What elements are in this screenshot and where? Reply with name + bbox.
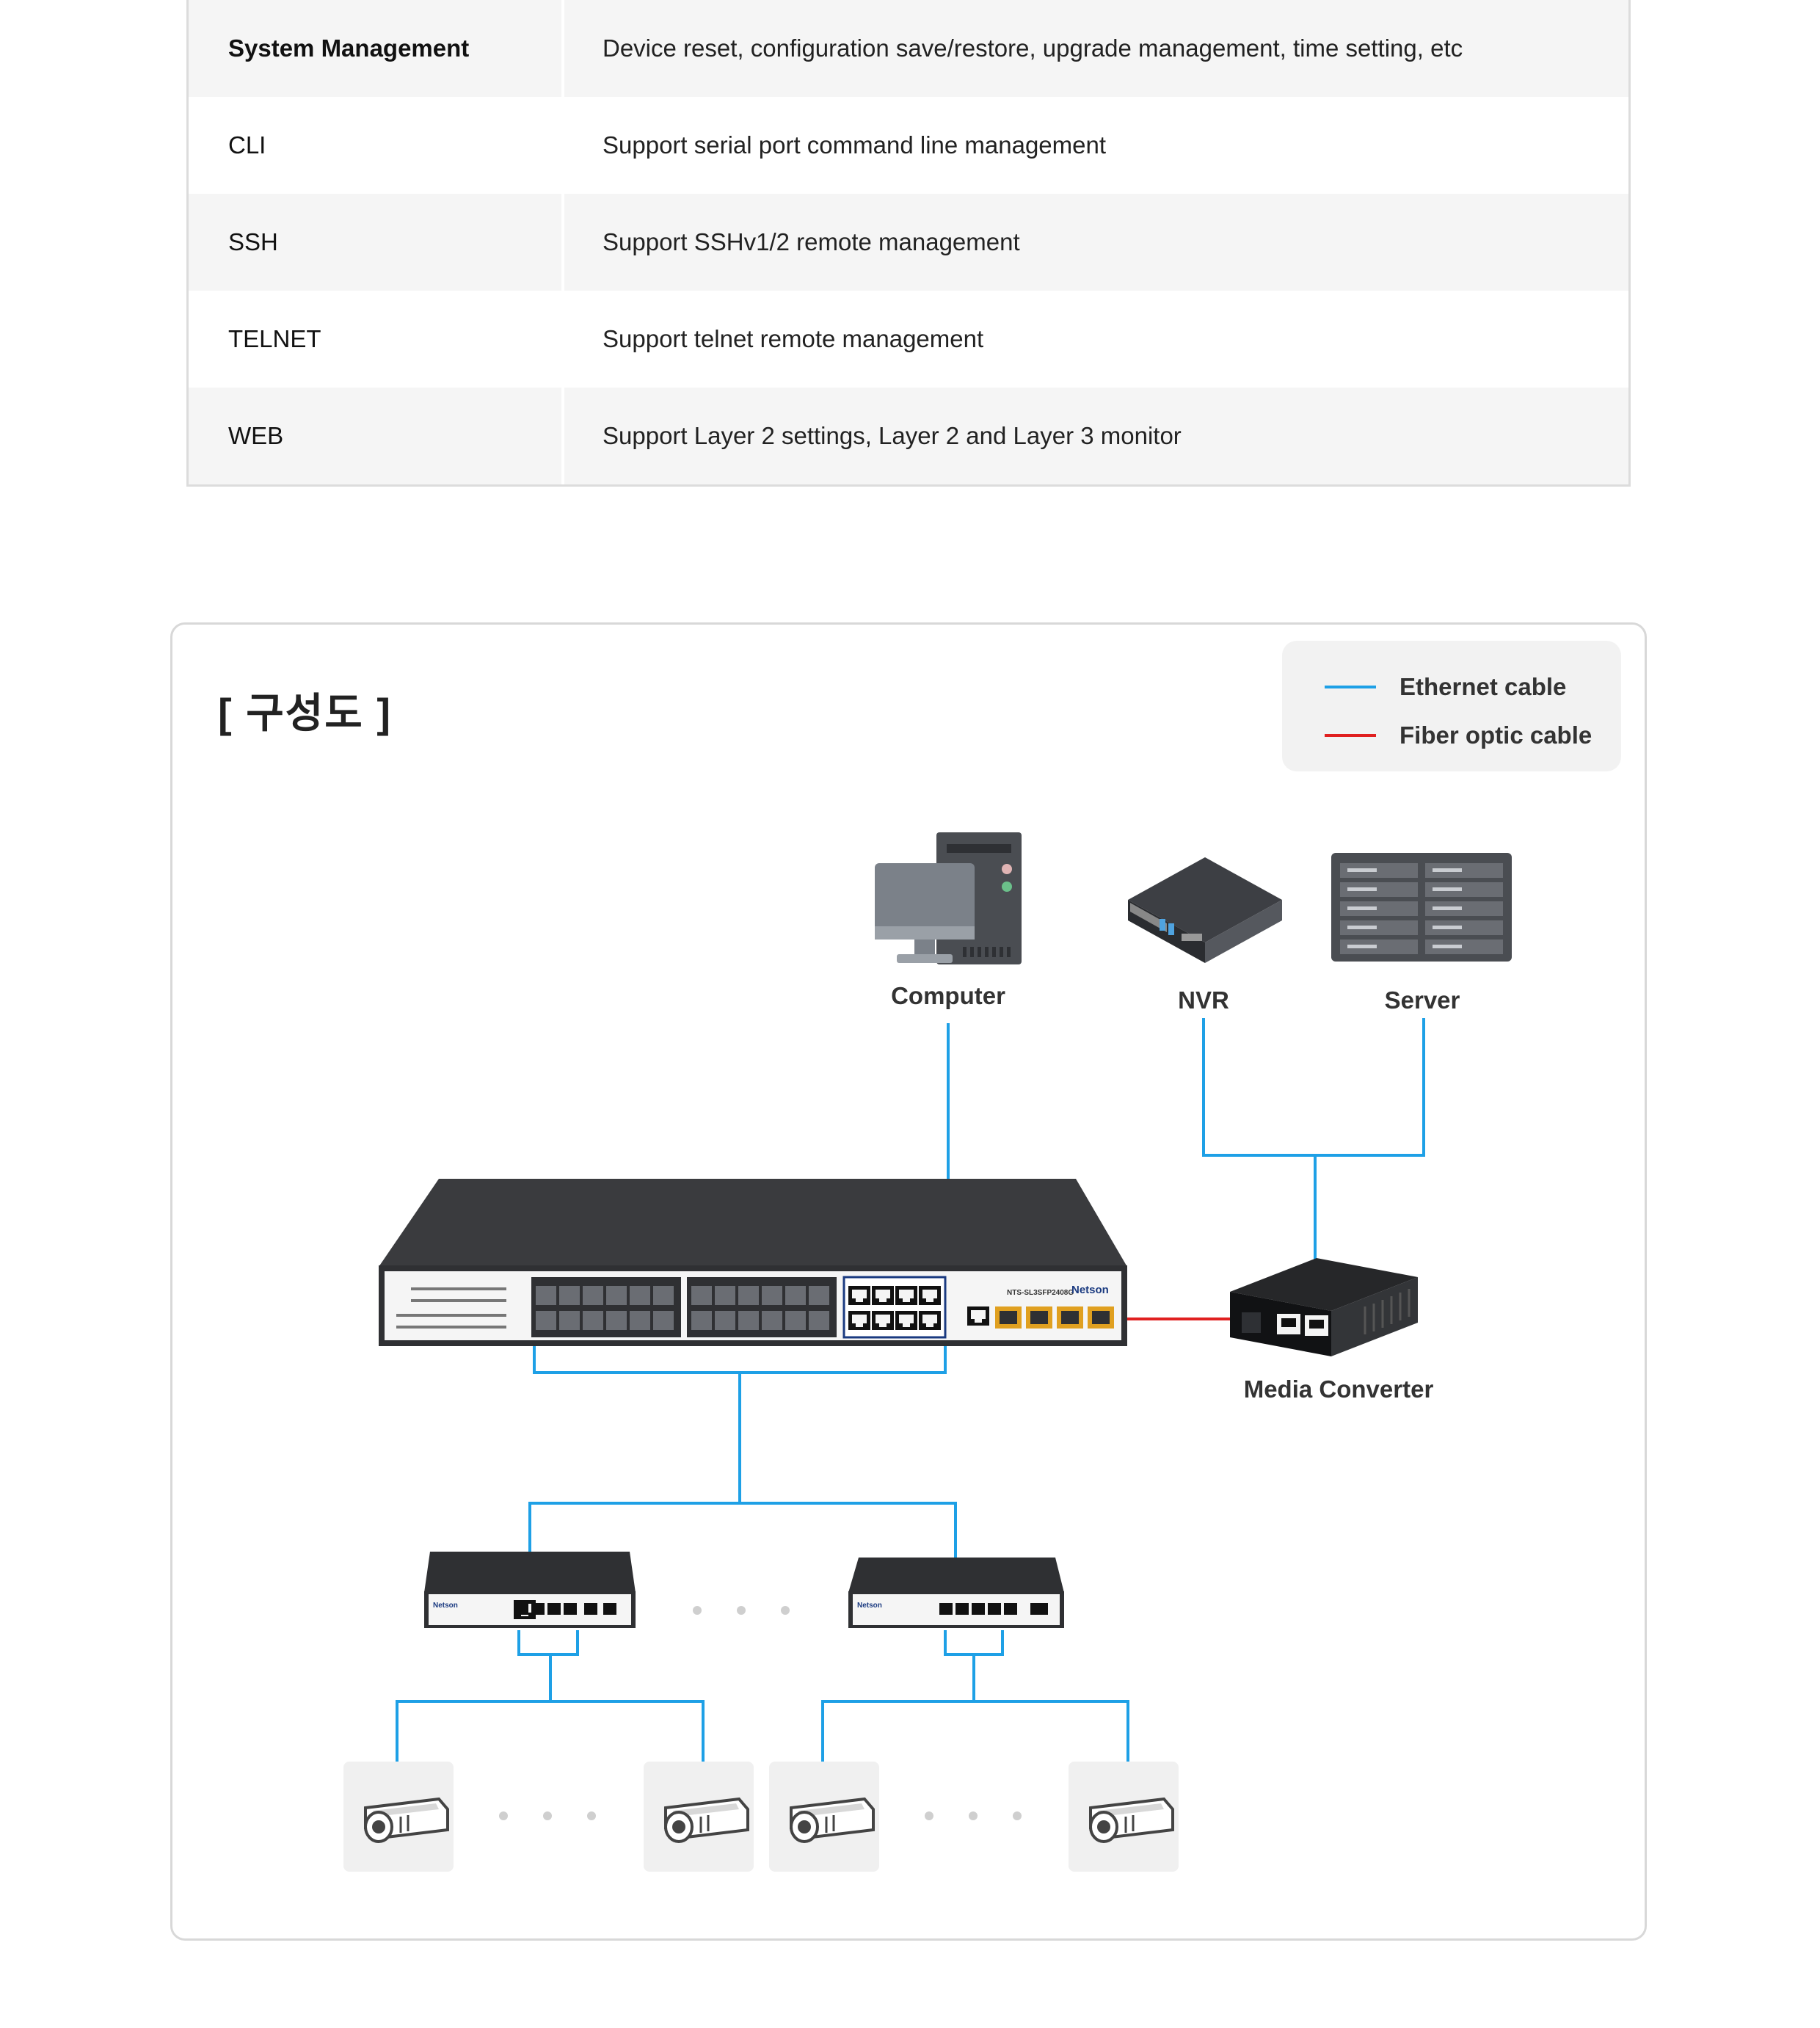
row-value: Support telnet remote management — [603, 325, 984, 352]
row-key: TELNET — [189, 291, 564, 388]
legend: Ethernet cable Fiber optic cable — [1282, 641, 1621, 771]
sub-switch-left-icon: Netson — [424, 1552, 636, 1628]
more-cameras-ellipsis — [499, 1811, 1022, 1820]
table-row: SSH Support SSHv1/2 remote management — [189, 194, 1628, 291]
legend-label: Ethernet cable — [1399, 673, 1567, 700]
server-icon — [1331, 853, 1512, 962]
table-row: CLI Support serial port command line man… — [189, 97, 1628, 194]
main-switch-brand: Netson — [1071, 1284, 1109, 1296]
main-switch-icon: NTS-SL3SFP2408G Netson — [379, 1179, 1127, 1346]
more-switches-ellipsis — [693, 1606, 790, 1615]
nvr-icon — [1128, 857, 1282, 963]
legend-item-ethernet: Ethernet cable — [1325, 673, 1566, 701]
table-row: WEB Support Layer 2 settings, Layer 2 an… — [189, 388, 1628, 484]
diagram-title: [ 구성도 ] — [218, 690, 392, 736]
table-row: TELNET Support telnet remote management — [189, 291, 1628, 388]
row-key: WEB — [189, 388, 564, 484]
computer-icon — [875, 832, 1022, 964]
computer-label: Computer — [891, 982, 1005, 1009]
row-key: SSH — [189, 194, 564, 291]
media-converter-icon — [1230, 1258, 1418, 1356]
sub-switch-right-icon: Netson — [848, 1558, 1064, 1628]
sub-switch-brand: Netson — [433, 1602, 458, 1610]
row-key: CLI — [189, 97, 564, 194]
row-key: System Management — [189, 0, 564, 97]
media-converter-label: Media Converter — [1243, 1375, 1434, 1403]
table-row: System Management Device reset, configur… — [189, 0, 1628, 97]
legend-label: Fiber optic cable — [1399, 722, 1592, 749]
sub-switch-brand: Netson — [857, 1602, 882, 1610]
row-value: Support SSHv1/2 remote management — [603, 228, 1020, 255]
fiber-line-swatch — [1325, 734, 1376, 737]
row-value: Device reset, configuration save/restore… — [603, 34, 1463, 62]
nvr-label: NVR — [1178, 986, 1229, 1014]
ethernet-line-swatch — [1325, 686, 1376, 688]
server-label: Server — [1384, 986, 1460, 1014]
ethernet-cables — [396, 1018, 1425, 1762]
camera-icon — [768, 1760, 881, 1873]
camera-icon — [342, 1760, 455, 1873]
main-switch-model: NTS-SL3SFP2408G — [1007, 1289, 1074, 1297]
spec-table: System Management Device reset, configur… — [186, 0, 1631, 487]
camera-icon — [642, 1760, 755, 1873]
legend-item-fiber: Fiber optic cable — [1325, 722, 1592, 749]
row-value: Support serial port command line managem… — [603, 131, 1107, 159]
row-value: Support Layer 2 settings, Layer 2 and La… — [603, 422, 1182, 449]
camera-icon — [1067, 1760, 1180, 1873]
